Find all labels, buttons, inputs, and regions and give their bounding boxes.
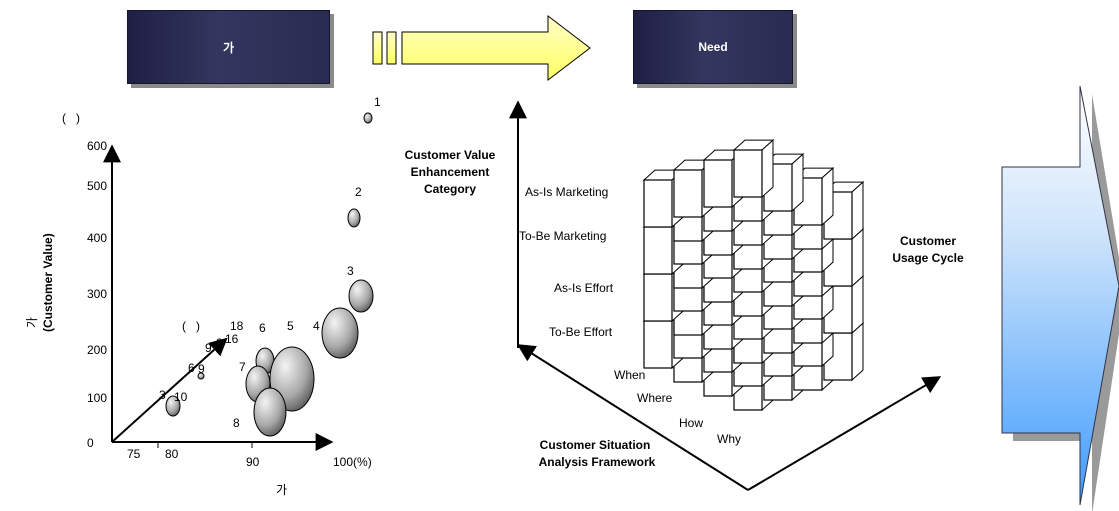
point-label: 6: [259, 321, 266, 335]
situation-axis-label-line1: Customer Situation: [540, 438, 651, 452]
y-tick: 600: [87, 139, 107, 153]
transition-arrow: [372, 14, 591, 82]
value-axis-label-line3: Category: [424, 182, 476, 196]
x-tick: 100(%): [333, 455, 372, 469]
point-label: 6: [188, 361, 195, 375]
value-axis-label-line1: Customer Value: [405, 148, 496, 162]
bubble-4: [321, 307, 359, 359]
situation-axis: [516, 344, 749, 491]
top-paren-label: ( ): [62, 111, 80, 125]
point-label: 16: [225, 332, 239, 346]
layer-label: As-Is Marketing: [525, 185, 608, 199]
depth-label: When: [614, 368, 645, 382]
point-label: 4: [313, 319, 320, 333]
point-label: 3: [347, 264, 354, 278]
point-label: 18: [230, 319, 244, 333]
diagonal-paren-label: ( ): [182, 319, 200, 333]
point-label: 2: [355, 185, 362, 199]
bubble-2: [347, 208, 361, 228]
bubble-1: [363, 112, 373, 124]
output-arrow: [1001, 85, 1119, 511]
y-tick: 100: [87, 391, 107, 405]
framework-cell: [732, 138, 775, 199]
framework-cube: [642, 138, 865, 412]
need-header-label: Need: [698, 40, 728, 54]
point-label: 9: [198, 362, 205, 376]
usage-axis-label-line1: Customer: [900, 234, 956, 248]
point-label: 9: [205, 341, 212, 355]
left-header-box: 가: [127, 10, 330, 84]
bubble-3: [348, 279, 374, 313]
layer-label: As-Is Effort: [554, 281, 614, 295]
usage-axis: [747, 376, 942, 491]
usage-axis-label-line2: Usage Cycle: [892, 251, 964, 265]
bubble-chart: 0 100 200 300 400 500 600 75 80 90 100(%…: [25, 95, 381, 497]
bubble-10: [165, 395, 181, 417]
diagonal-axis: [111, 337, 228, 443]
y-tick: 500: [87, 179, 107, 193]
layer-label: To-Be Marketing: [519, 229, 606, 243]
point-label: 1: [374, 95, 381, 109]
left-header-label: 가: [222, 40, 235, 55]
x-tick: 80: [165, 447, 179, 461]
bubble-9: [197, 372, 205, 380]
x-tick: 90: [246, 455, 260, 469]
y-axis-label: (Customer Value): [41, 233, 55, 332]
y-tick: 400: [87, 231, 107, 245]
depth-label: Where: [637, 391, 673, 405]
situation-axis-label-line2: Analysis Framework: [539, 455, 656, 469]
depth-label: Why: [717, 432, 741, 446]
point-label: 5: [287, 319, 294, 333]
point-label: 3: [159, 388, 166, 402]
y-tick: 300: [87, 287, 107, 301]
point-label: 2: [216, 336, 223, 350]
layer-label: To-Be Effort: [549, 325, 613, 339]
depth-label: How: [679, 416, 703, 430]
need-header-box: Need: [633, 10, 793, 84]
y-tick: 200: [87, 343, 107, 357]
point-label: 8: [233, 416, 240, 430]
y-tick: 0: [87, 436, 94, 450]
value-axis-label-line2: Enhancement: [411, 165, 490, 179]
framework-axes: [509, 100, 942, 491]
y-axis-korean-label: 가: [25, 317, 39, 328]
bubble-8: [253, 387, 287, 437]
point-label: 10: [174, 390, 188, 404]
point-label: 7: [239, 360, 246, 374]
x-axis-label: 가: [276, 483, 287, 497]
x-tick: 75: [127, 447, 141, 461]
